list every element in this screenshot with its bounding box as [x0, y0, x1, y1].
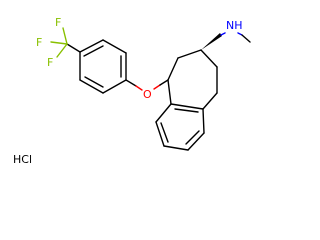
benz-bond-3 [163, 145, 189, 151]
bond-ring-o-oxygen [135, 85, 143, 91]
ring7-bond-1 [167, 57, 179, 81]
trifluoromethyl-group: F F F [36, 16, 81, 69]
ring7-bond-3 [200, 49, 218, 68]
bond-n-methyl-n [237, 32, 243, 36]
chemical-structure-diagram: F F F O NH [13, 16, 251, 166]
ring-bond-1-double [83, 45, 104, 57]
ring7-bond-6 [167, 79, 172, 105]
benz-bond-2-double [160, 122, 169, 143]
methylamino-group: NH [201, 19, 251, 50]
ring-bond-5-double [84, 76, 104, 88]
molecule-canvas: F F F O NH [13, 16, 251, 166]
bond-o-c5-carbon [159, 79, 169, 86]
benz-bond-2 [155, 121, 165, 147]
bond-c-f2 [50, 41, 68, 45]
hydrochloride-label: HCl [13, 153, 32, 166]
bond-c-f1 [62, 27, 68, 45]
fluorine-label-2: F [36, 36, 42, 49]
bond-o-c5-oxygen [153, 84, 161, 90]
benz-bond-5 [202, 108, 205, 134]
fused-bond-shared-double [174, 108, 199, 113]
fluorine-label-1: F [55, 16, 61, 29]
benz-bond-1 [155, 103, 172, 123]
amine-label: NH [226, 19, 243, 32]
ring-bond-5 [79, 79, 104, 94]
ring-bond-1 [79, 39, 104, 53]
ring7-bond-5 [202, 92, 218, 110]
bond-c-n [220, 32, 226, 36]
ring-bond-4 [102, 79, 127, 94]
cycloheptane-ring [167, 49, 218, 110]
bond-ring-o-carbon [125, 79, 137, 87]
bond-c-f3 [56, 43, 68, 58]
fused-benzene-ring [155, 103, 205, 151]
ring7-bond-2 [177, 49, 202, 59]
fluorine-label-3: F [47, 56, 53, 69]
ring-bond-2 [102, 39, 127, 54]
fused-bond-shared [170, 103, 204, 110]
bond-n-methyl-c [241, 34, 251, 43]
phenyl-ring [79, 39, 127, 94]
stereo-wedge-bond [201, 33, 222, 50]
ether-linkage: O [125, 79, 169, 101]
benz-bond-4-double [185, 130, 200, 145]
oxygen-label: O [143, 88, 152, 101]
benz-bond-4 [187, 132, 205, 151]
bond-cf3-ring [66, 43, 81, 53]
